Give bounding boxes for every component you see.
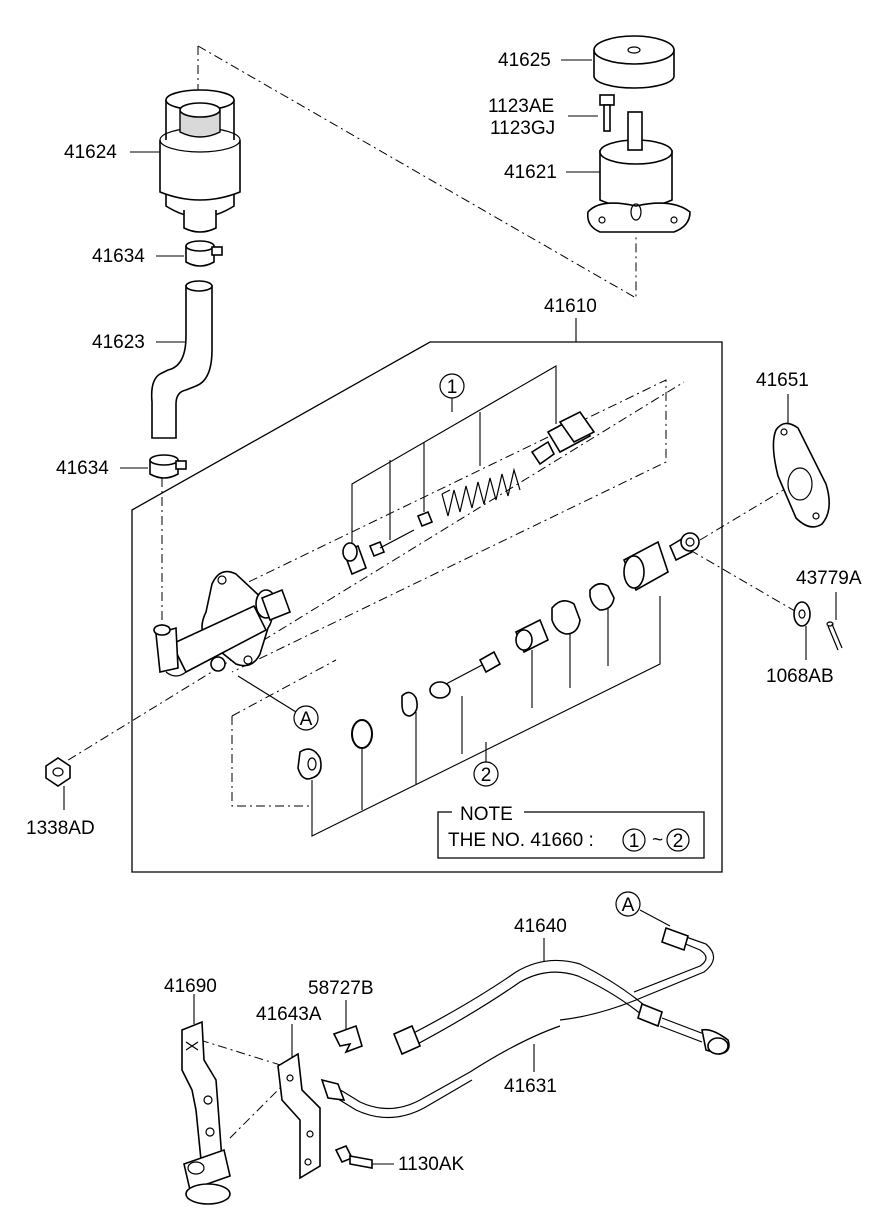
label-1123GJ: 1123GJ [490,118,555,139]
hose-clamp-bottom [149,454,187,479]
label-1338AD: 1338AD [26,818,95,839]
clip-58727B [332,1024,363,1054]
label-41631: 41631 [504,1076,557,1097]
assembly-frame [131,341,723,873]
bracket-41690 [181,1020,231,1205]
label-1130AK: 1130AK [398,1154,465,1175]
kit-1-box [231,365,667,673]
hose-clamp-top [185,240,223,267]
reservoir-hose [150,280,213,439]
label-41610: 41610 [544,296,597,317]
master-cylinder-body [153,570,277,677]
washer-1068AB [793,601,811,627]
label-41623: 41623 [92,332,145,353]
label-41625: 41625 [498,50,551,71]
nut-1338AD [45,757,71,787]
fluid-reservoir [159,89,241,233]
label-41634-top: 41634 [92,246,145,267]
spring [441,467,521,517]
bolt-1130AK [334,1144,373,1169]
note-range-to: 2 [673,831,684,852]
label-41690: 41690 [164,976,217,997]
reservoir-bracket [586,111,691,233]
note-range-from: 1 [629,831,640,852]
label-41621: 41621 [504,162,557,183]
note-range-sep: ~ [652,830,663,851]
callout-2: 2 [481,765,492,786]
label-58727B: 58727B [308,978,374,999]
callout-1: 1 [447,377,458,398]
bolt-1123 [599,94,615,132]
bracket-41643A [277,1052,321,1180]
label-1068AB: 1068AB [766,666,834,687]
pipe-41631 [320,1025,561,1119]
split-pin [826,621,843,651]
label-1123AE: 1123AE [488,96,554,117]
label-41634-bottom: 41634 [56,458,109,479]
kit-2-parts [297,532,700,780]
label-41643A: 41643A [256,1004,322,1025]
kit-1-parts [342,410,596,576]
label-43779A: 43779A [796,568,862,589]
gasket-41651 [772,422,830,528]
label-41640: 41640 [514,916,567,937]
callout-a-hose: A [622,895,635,916]
callout-a-main: A [300,709,313,730]
hydraulic-pipe-41640 [392,926,730,1056]
label-41651: 41651 [756,370,809,391]
note-text: THE NO. 41660 : [448,830,594,851]
pushrod-boot [260,588,292,622]
reservoir-cap [593,35,675,89]
assembly-dash-lines [51,45,801,1141]
note-box [437,811,705,859]
label-41624: 41624 [64,142,117,163]
note-title: NOTE [460,804,513,825]
kit-2-box [231,596,661,837]
